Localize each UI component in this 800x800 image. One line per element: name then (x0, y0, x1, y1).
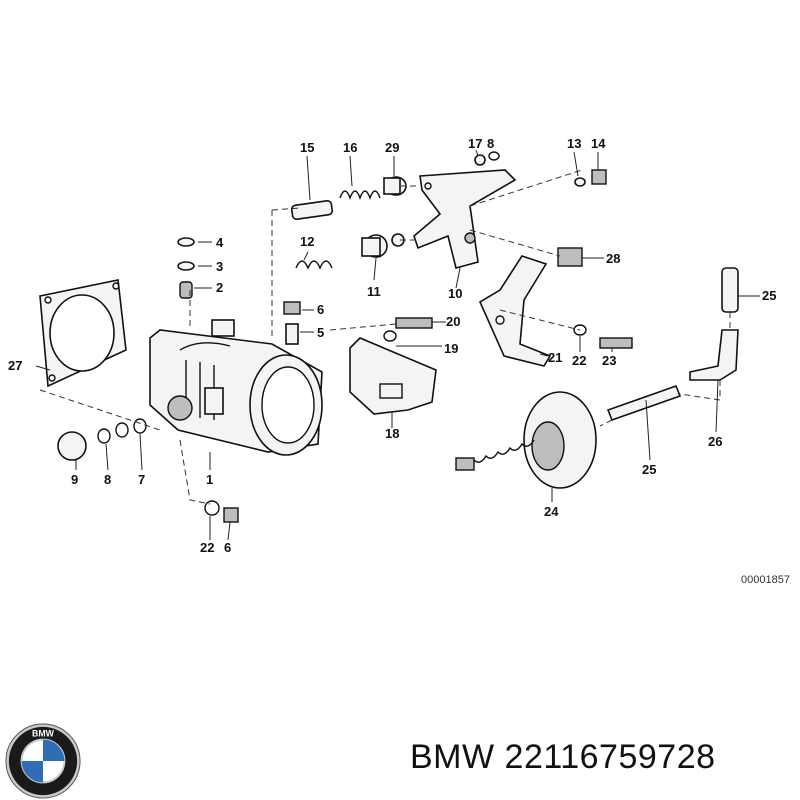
throttle-bracket (413, 169, 517, 269)
callout-29: 29 (385, 140, 399, 155)
callout-25-upper: 25 (762, 288, 776, 303)
callout-5: 5 (317, 325, 324, 340)
callout-22-bottom: 22 (200, 540, 214, 555)
upper-small-parts (290, 176, 407, 220)
drawing-number: 00001857 (741, 574, 790, 586)
callout-19: 19 (444, 341, 458, 356)
callout-25-lower: 25 (642, 462, 656, 477)
callout-23: 23 (602, 353, 616, 368)
assembly-lines (39, 169, 731, 505)
throttle-body-part (149, 319, 323, 456)
callout-27: 27 (8, 358, 22, 373)
callout-20: 20 (446, 314, 460, 329)
callout-28: 28 (606, 251, 620, 266)
lever-bracket (478, 255, 633, 367)
left-small-parts (177, 237, 195, 299)
clip-part (557, 247, 583, 267)
nut-stud-parts (283, 301, 301, 345)
callout-10: 10 (448, 286, 462, 301)
vacuum-hose-upper (689, 267, 739, 381)
callout-17: 17 (468, 136, 482, 151)
callout-1: 1 (206, 472, 213, 487)
callout-15: 15 (300, 140, 314, 155)
callout-6-bottom: 6 (224, 540, 231, 555)
callout-26: 26 (708, 434, 722, 449)
callout-8-top: 8 (487, 136, 494, 151)
callout-11: 11 (367, 284, 381, 299)
callout-24: 24 (544, 504, 559, 519)
gasket-part (39, 279, 127, 388)
callout-8-bottom: 8 (104, 472, 111, 487)
leader-lines (35, 149, 760, 541)
vacuum-actuator (455, 384, 682, 489)
cap-washer-parts (57, 418, 147, 461)
part-title: BMW 22116759728 (410, 738, 716, 776)
callout-14: 14 (591, 136, 606, 151)
callout-6-mid: 6 (317, 302, 324, 317)
callout-12: 12 (300, 234, 314, 249)
callout-21: 21 (548, 350, 562, 365)
svg-text:BMW: BMW (32, 729, 55, 739)
callout-13: 13 (567, 136, 581, 151)
bmw-logo: BMW (5, 723, 81, 799)
callout-4: 4 (216, 235, 224, 250)
callout-labels: 15 16 29 17 8 13 14 4 3 2 12 11 10 28 25… (8, 136, 776, 555)
callout-18: 18 (385, 426, 399, 441)
small-fasteners-top (474, 151, 607, 187)
callout-7: 7 (138, 472, 145, 487)
mount-bracket (349, 317, 437, 415)
callout-22-right: 22 (572, 353, 586, 368)
lower-fasteners (204, 500, 239, 523)
callout-3: 3 (216, 259, 223, 274)
callout-9: 9 (71, 472, 78, 487)
callout-2: 2 (216, 280, 223, 295)
callout-16: 16 (343, 140, 357, 155)
